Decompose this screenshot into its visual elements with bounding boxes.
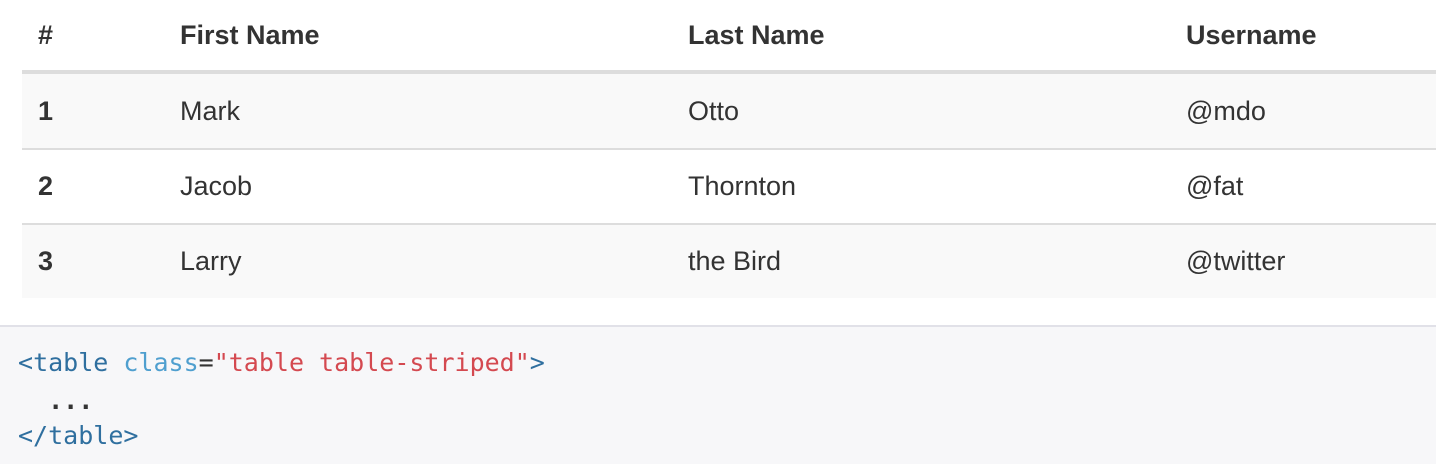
header-last-name: Last Name bbox=[672, 0, 1170, 74]
code-equals: = bbox=[198, 348, 214, 377]
striped-table-example: # First Name Last Name Username 1 Mark O… bbox=[22, 0, 1436, 298]
code-close-bracket: > bbox=[123, 421, 139, 450]
row-number: 1 bbox=[22, 72, 164, 149]
header-username: Username bbox=[1170, 0, 1436, 74]
first-name-cell: Jacob bbox=[164, 148, 672, 224]
striped-table: # First Name Last Name Username 1 Mark O… bbox=[22, 0, 1436, 298]
username-cell: @twitter bbox=[1170, 223, 1436, 298]
first-name-cell: Mark bbox=[164, 72, 672, 149]
code-snippet[interactable]: <table class="table table-striped"> ... … bbox=[0, 325, 1436, 464]
row-number: 3 bbox=[22, 223, 164, 298]
row-number: 2 bbox=[22, 148, 164, 224]
table-row: 1 Mark Otto @mdo bbox=[22, 72, 1436, 149]
table-body: 1 Mark Otto @mdo 2 Jacob Thornton @fat 3… bbox=[22, 72, 1436, 298]
code-open-bracket: < bbox=[18, 348, 34, 377]
last-name-cell: the Bird bbox=[672, 223, 1170, 298]
username-cell: @fat bbox=[1170, 148, 1436, 224]
code-line-close-tag: </table> bbox=[18, 418, 138, 454]
code-tag-name: table bbox=[33, 348, 109, 377]
code-line-open-tag: <table class="table table-striped"> bbox=[18, 345, 545, 381]
code-attr-value: "table table-striped" bbox=[213, 348, 530, 377]
last-name-cell: Otto bbox=[672, 72, 1170, 149]
code-open-bracket: </ bbox=[18, 421, 49, 450]
first-name-cell: Larry bbox=[164, 223, 672, 298]
code-close-bracket: > bbox=[529, 348, 545, 377]
header-first-name: First Name bbox=[164, 0, 672, 74]
username-cell: @mdo bbox=[1170, 72, 1436, 149]
header-number: # bbox=[22, 0, 164, 74]
code-tag-name: table bbox=[48, 421, 124, 450]
code-attr-name: class bbox=[108, 348, 199, 377]
table-row: 3 Larry the Bird @twitter bbox=[22, 223, 1436, 298]
table-header: # First Name Last Name Username bbox=[22, 0, 1436, 74]
last-name-cell: Thornton bbox=[672, 148, 1170, 224]
code-line-ellipsis: ... bbox=[18, 386, 94, 415]
header-row: # First Name Last Name Username bbox=[22, 0, 1436, 74]
table-row: 2 Jacob Thornton @fat bbox=[22, 148, 1436, 224]
